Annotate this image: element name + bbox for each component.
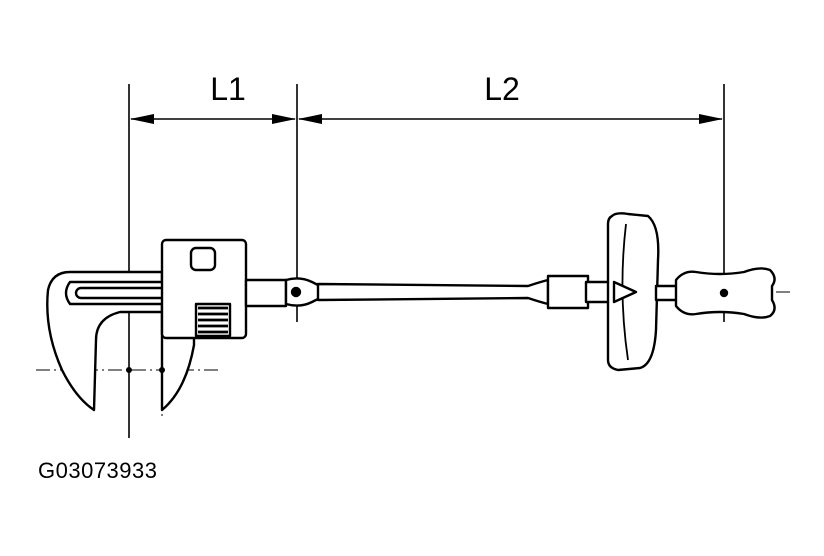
figure-id-caption: G03073933: [38, 458, 158, 483]
drive-connector: [244, 278, 288, 308]
jaw-center-dot-right: [159, 367, 165, 373]
body-knob: [189, 246, 217, 272]
wrench-collar: [546, 274, 590, 310]
drive-pivot: [290, 286, 302, 298]
dial-pointer: [612, 280, 638, 304]
adjusting-screw: [194, 302, 232, 338]
handle-stem: [654, 284, 680, 302]
jaw-center-dot-left: [126, 367, 132, 373]
wrench-sleeve: [584, 280, 612, 304]
adjustable-wrench-head: [46, 238, 292, 412]
dimension-label-l1: L1: [210, 71, 246, 107]
grip-center-mark: [719, 288, 729, 298]
torque-wrench: [284, 212, 776, 372]
wrench-beam: [316, 278, 550, 306]
reference-dots: [126, 367, 165, 373]
dimension-label-l2: L2: [484, 71, 520, 107]
outer-jaw: [46, 270, 164, 412]
